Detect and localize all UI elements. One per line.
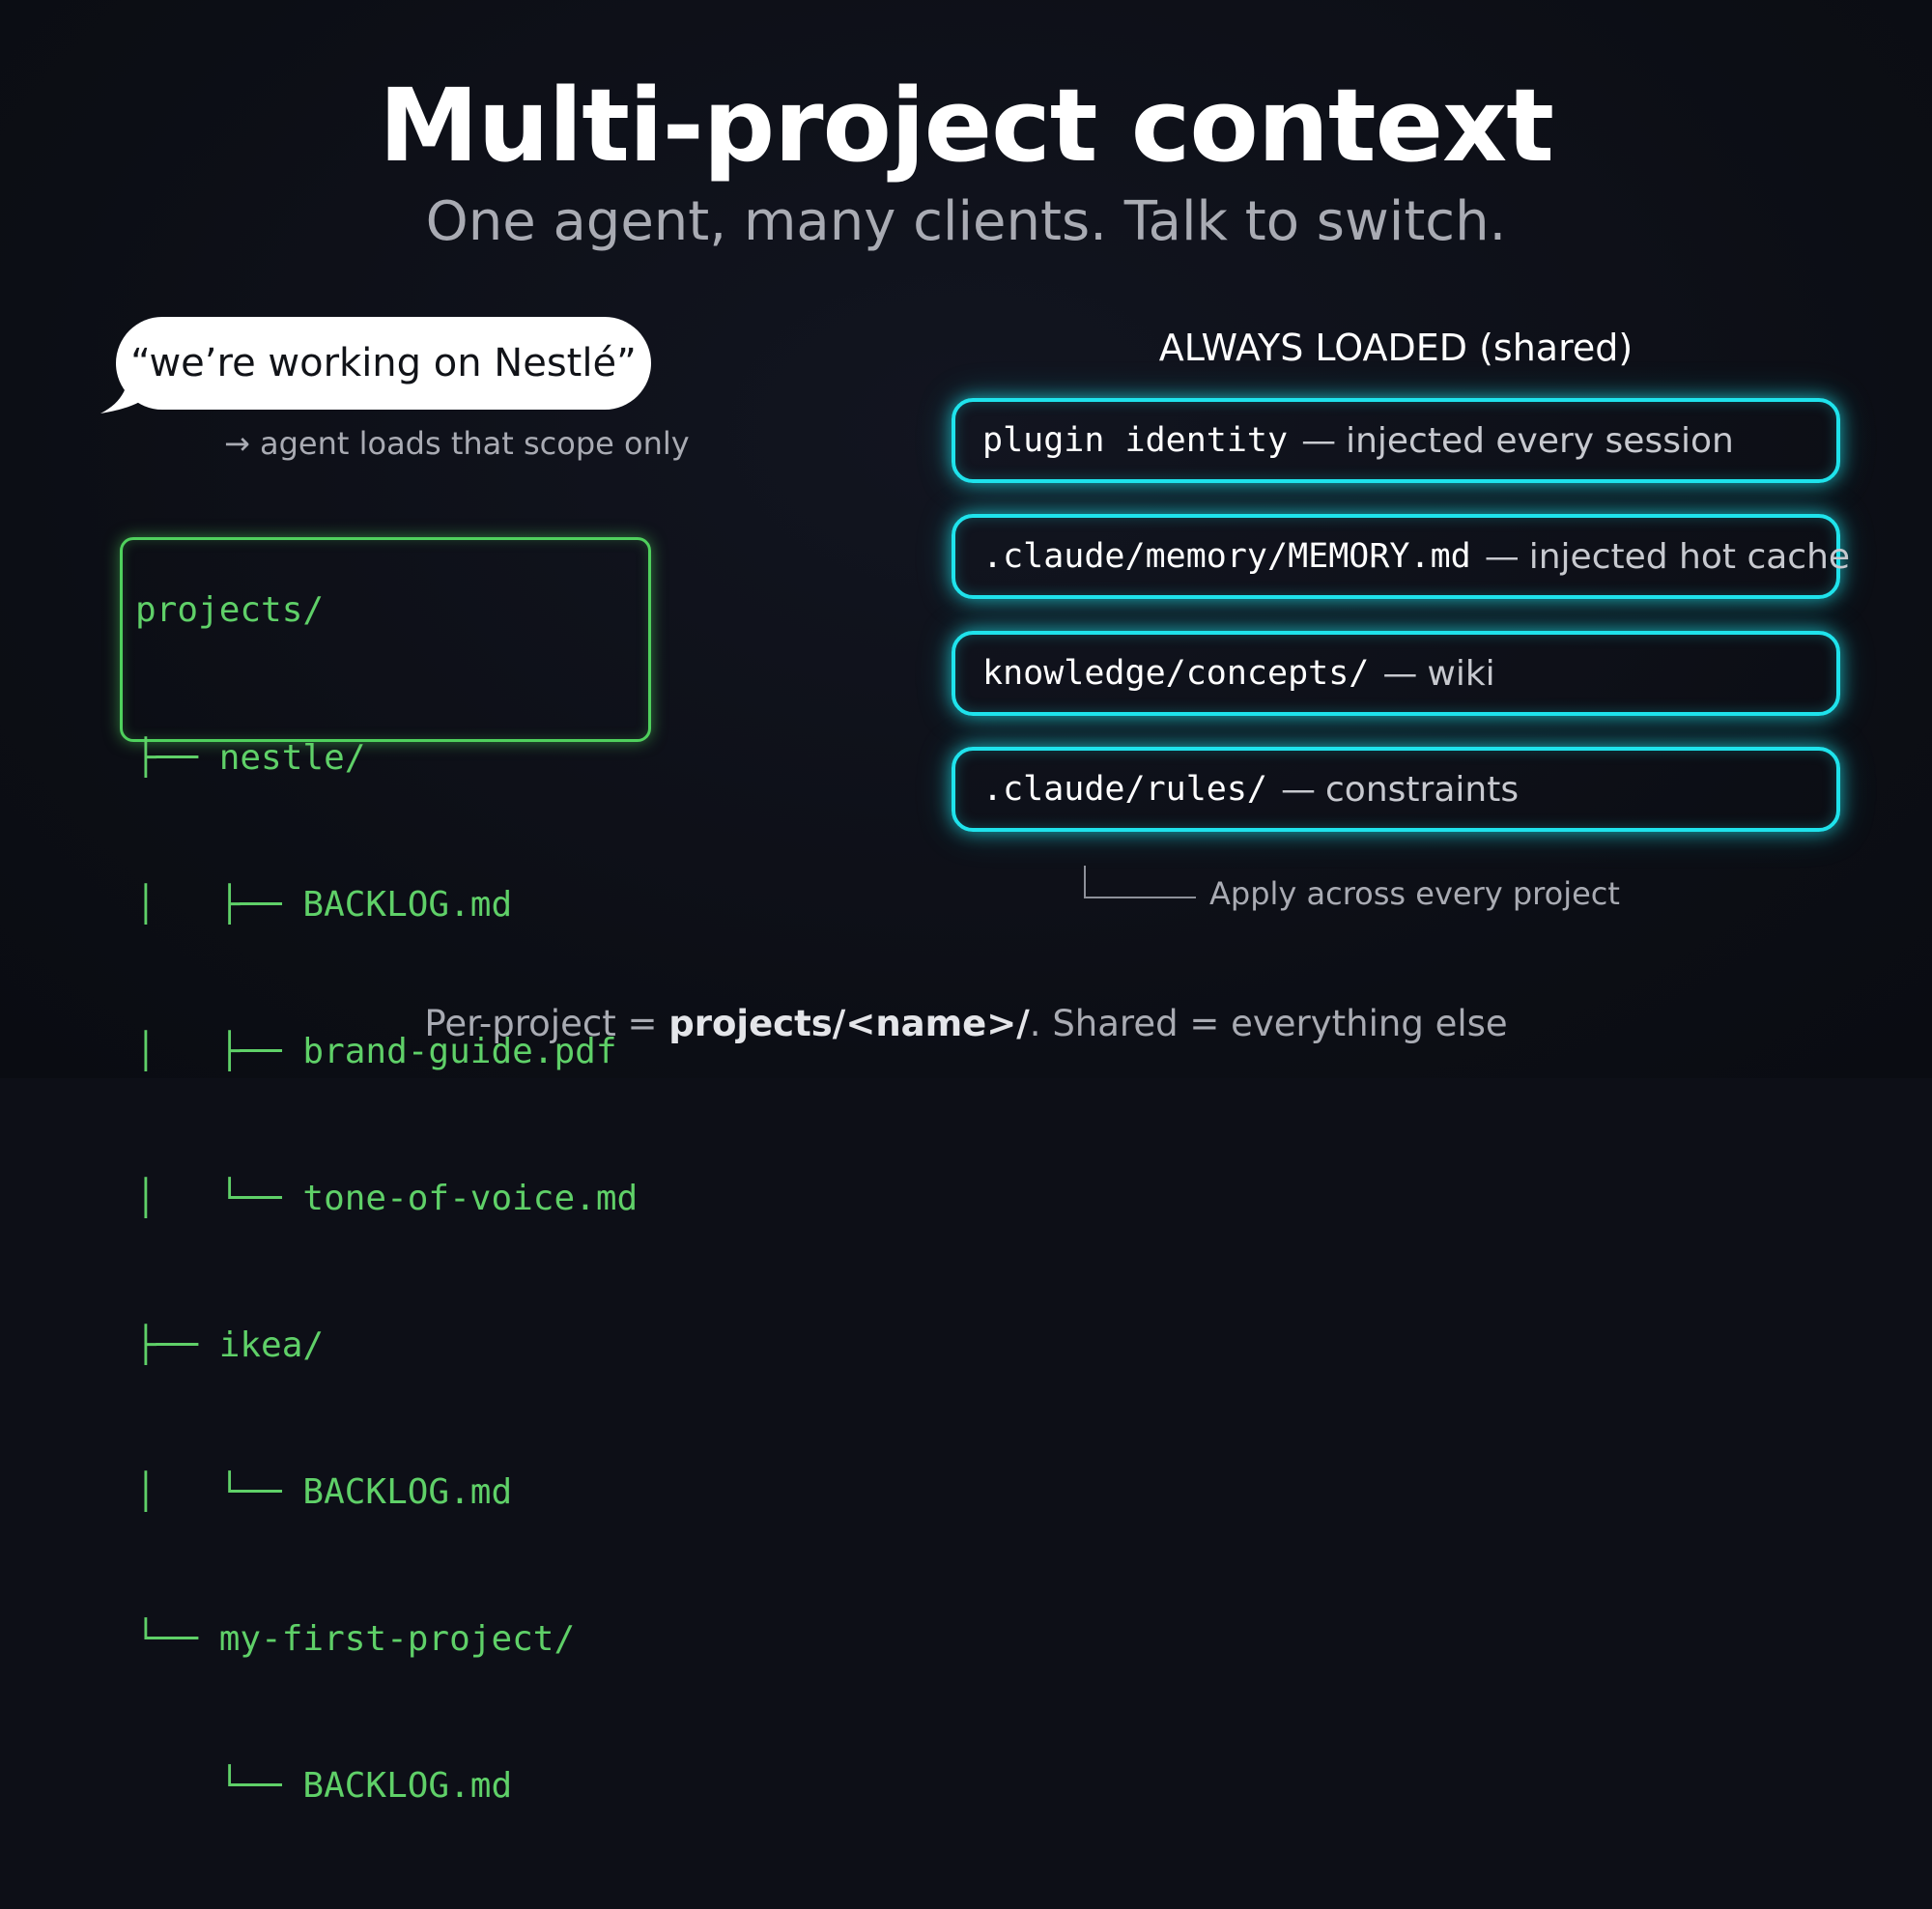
scope-note: → agent loads that scope only [224, 425, 690, 462]
tree-line: │ ├── brand-guide.pdf [135, 1031, 617, 1071]
shared-card-rules: .claude/rules/ — constraints [952, 747, 1840, 832]
page-subtitle: One agent, many clients. Talk to switch. [425, 190, 1507, 253]
tree-line: projects/ [135, 590, 325, 631]
speech-bubble: “we’re working on Nestlé” [116, 317, 651, 410]
tree-line: ├── ikea/ [135, 1325, 325, 1365]
card-separator: — [1382, 653, 1418, 694]
shared-panel-heading: ALWAYS LOADED (shared) [1158, 327, 1634, 369]
card-description: injected every session [1346, 420, 1734, 461]
tree-line: │ └── tone-of-voice.md [135, 1178, 639, 1218]
project-tree: projects/ ├── nestle/ │ ├── BACKLOG.md │… [135, 489, 638, 1909]
tree-line: └── BACKLOG.md [135, 1766, 513, 1807]
card-description: wiki [1427, 653, 1495, 694]
apply-note: Apply across every project [1209, 875, 1620, 912]
slide: Multi-project context One agent, many cl… [0, 0, 1932, 1806]
card-code: .claude/rules/ [982, 770, 1268, 809]
card-description: constraints [1325, 769, 1520, 810]
card-separator: — [1301, 420, 1337, 461]
card-description: injected hot cache [1528, 536, 1851, 577]
tree-line: ├── nestle/ [135, 737, 366, 778]
speech-bubble-text: “we’re working on Nestlé” [130, 341, 637, 385]
footer-summary: Per-project = projects/<name>/. Shared =… [0, 1003, 1932, 1044]
shared-card-knowledge: knowledge/concepts/ — wiki [952, 631, 1840, 716]
card-code: .claude/memory/MEMORY.md [982, 537, 1471, 576]
nestle-scope-highlight [120, 537, 651, 742]
tree-line: │ ├── BACKLOG.md [135, 884, 513, 925]
card-separator: — [1484, 536, 1520, 577]
card-code: knowledge/concepts/ [982, 654, 1370, 693]
card-separator: — [1281, 769, 1317, 810]
footer-bold: projects/<name>/ [668, 1003, 1030, 1044]
footer-suffix: . Shared = everything else [1029, 1003, 1508, 1044]
apply-connector [1084, 866, 1196, 898]
tree-line: └── my-first-project/ [135, 1619, 576, 1660]
card-code: plugin identity [982, 421, 1289, 460]
tree-line: │ └── BACKLOG.md [135, 1471, 513, 1512]
footer-prefix: Per-project = [424, 1003, 669, 1044]
shared-card-plugin-identity: plugin identity — injected every session [952, 398, 1840, 483]
shared-card-memory: .claude/memory/MEMORY.md — injected hot … [952, 514, 1850, 599]
page-title: Multi-project context [379, 67, 1554, 185]
